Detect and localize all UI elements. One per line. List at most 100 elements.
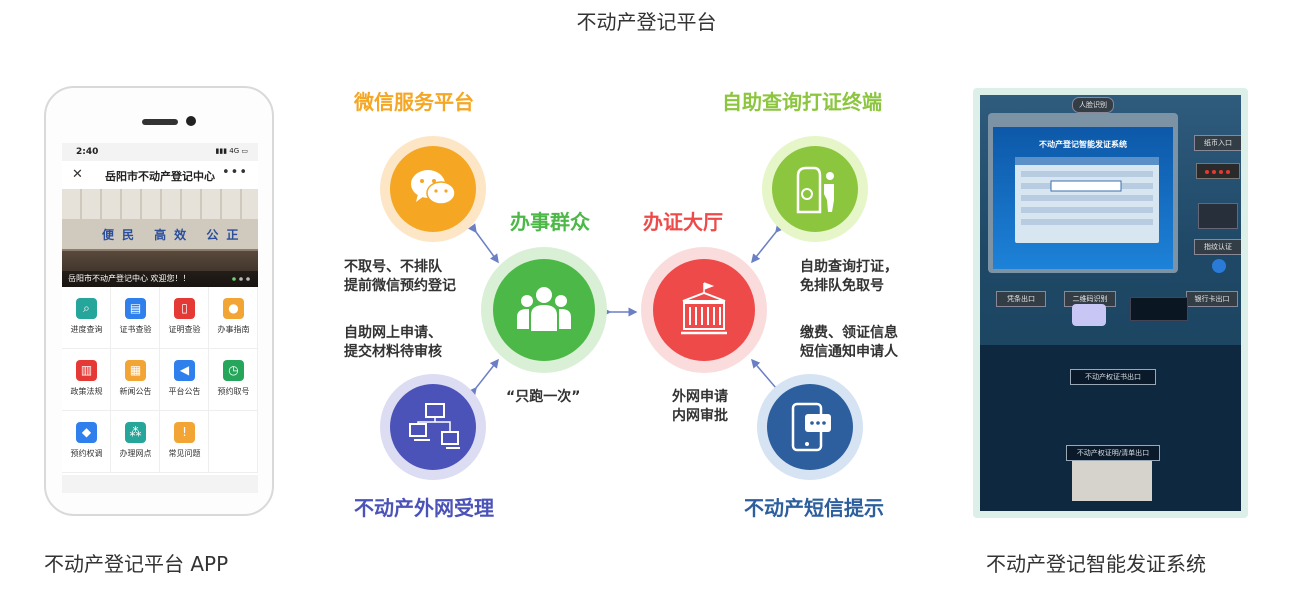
kiosk-photo: 人脸识别 不动产登记智能发证系统 纸币入口 指纹认证 凭条出口 二维码识别 银行…	[980, 95, 1241, 511]
computer-network-icon	[409, 403, 460, 449]
banner-desk	[62, 251, 258, 287]
receipt-outlet-label: 凭条出口	[996, 291, 1046, 307]
grid-item-label: 办理网点	[119, 449, 152, 458]
phone-speaker	[142, 119, 178, 125]
kiosk-caption: 不动产登记智能发证系统	[986, 552, 1206, 576]
close-icon[interactable]: ✕	[72, 167, 83, 182]
phone-camera	[186, 116, 196, 126]
banner-image[interactable]: 便民 高效 公正 岳阳市不动产登记中心 欢迎您！！	[62, 189, 258, 287]
note-wechat-1: 不取号、不排队	[344, 259, 442, 275]
note-online-2: 提交材料待审核	[344, 344, 442, 360]
grid-item-label: 证书查验	[119, 325, 152, 334]
grid-item-label: 平台公告	[168, 387, 201, 396]
app-function-grid: ⌕ 进度查询 ▤ 证书查验 ▯ 证明查验 ● 办事指南 ▥ 政策法规 ▦ 新闻公…	[62, 287, 258, 475]
certificate-outlet[interactable]: 不动产权证书出口	[1070, 369, 1156, 385]
app-screen: 2:40 ▮▮▮ 4G ▭ ✕ 岳阳市不动产登记中心 ••• 便民 高效 公正 …	[62, 143, 258, 493]
more-menu-icon[interactable]: •••	[221, 165, 248, 180]
grid-item-label: 预约取号	[217, 387, 250, 396]
grid-item-notice[interactable]: ◀ 平台公告	[160, 349, 209, 411]
signal-icon: ▮▮▮ 4G ▭	[215, 147, 248, 155]
note-run-once: “只跑一次”	[506, 389, 581, 405]
proof-outlet[interactable]: 不动产权证明/清单出口	[1066, 445, 1160, 461]
grid-item-label: 预约权调	[70, 449, 103, 458]
grid-item-appointment[interactable]: ◆ 预约权调	[62, 411, 111, 473]
app-caption: 不动产登记平台 APP	[44, 552, 229, 576]
note-approval-2: 内网审批	[672, 408, 728, 424]
clock-icon: ◷	[223, 360, 244, 381]
fingerprint-sensor[interactable]	[1212, 259, 1226, 273]
book-icon: ▥	[76, 360, 97, 381]
banner-ceiling	[62, 189, 258, 219]
network-type: 4G	[229, 147, 240, 155]
note-online-1: 自助网上申请、	[344, 325, 442, 341]
note-sms-2: 短信通知申请人	[800, 344, 898, 360]
qr-scanner[interactable]	[1072, 304, 1106, 326]
grid-item-proof[interactable]: ▯ 证明查验	[160, 287, 209, 349]
warning-icon: !	[174, 422, 195, 443]
people-group-icon	[517, 287, 571, 331]
note-sms-1: 缴费、领证信息	[800, 325, 898, 341]
status-bar: 2:40 ▮▮▮ 4G ▭	[62, 143, 258, 161]
wechat-icon	[411, 170, 456, 205]
grid-item-outlets[interactable]: ⁂ 办理网点	[111, 411, 160, 473]
document-icon: ▯	[174, 298, 195, 319]
carousel-dots	[232, 277, 250, 281]
face-camera: 人脸识别	[1072, 97, 1114, 113]
kiosk-node	[772, 146, 858, 232]
bank-card-slot[interactable]	[1130, 297, 1188, 321]
bank-card-outlet-label: 银行卡出口	[1186, 291, 1238, 307]
government-building-icon	[681, 282, 727, 335]
sms-node	[767, 384, 853, 470]
grid-item-label: 政策法规	[70, 387, 103, 396]
note-wechat-2: 提前微信预约登记	[344, 278, 456, 294]
online-acceptance-title: 不动产外网受理	[354, 496, 494, 520]
phone-mockup: 2:40 ▮▮▮ 4G ▭ ✕ 岳阳市不动产登记中心 ••• 便民 高效 公正 …	[44, 86, 274, 516]
cash-slot[interactable]	[1196, 163, 1240, 179]
note-kiosk-2: 免排队免取号	[800, 278, 884, 294]
banner-slogan: 便民 高效 公正	[102, 228, 247, 242]
grid-item-label: 常见问题	[168, 449, 201, 458]
banner-caption: 岳阳市不动产登记中心 欢迎您！！	[62, 271, 258, 287]
hall-node	[653, 259, 755, 361]
app-navbar: ✕ 岳阳市不动产登记中心 •••	[62, 161, 258, 189]
news-icon: ▦	[125, 360, 146, 381]
fingerprint-label: 指纹认证	[1194, 239, 1241, 255]
grid-item-policy[interactable]: ▥ 政策法规	[62, 349, 111, 411]
card-reader[interactable]	[1198, 203, 1238, 229]
search-icon: ⌕	[76, 298, 97, 319]
wechat-node	[390, 146, 476, 232]
grid-item-faq[interactable]: ! 常见问题	[160, 411, 209, 473]
kiosk-terminal-title: 自助查询打证终端	[722, 90, 882, 114]
paper-tray	[1072, 461, 1152, 501]
tag-icon: ◆	[76, 422, 97, 443]
grid-item-label: 证明查验	[168, 325, 201, 334]
grid-item-progress[interactable]: ⌕ 进度查询	[62, 287, 111, 349]
wechat-platform-title: 微信服务平台	[354, 90, 474, 114]
grid-item-label: 新闻公告	[119, 387, 152, 396]
self-service-terminal-icon	[796, 166, 834, 214]
grid-item-booking[interactable]: ◷ 预约取号	[209, 349, 258, 411]
public-title: 办事群众	[510, 210, 590, 234]
app-title: 岳阳市不动产登记中心	[105, 170, 215, 183]
network-icon: ⁂	[125, 422, 146, 443]
grid-item-certificate[interactable]: ▤ 证书查验	[111, 287, 160, 349]
banner-wall	[62, 219, 258, 249]
grid-empty-cell	[209, 411, 258, 473]
cash-slot-lights	[1205, 170, 1230, 174]
status-time: 2:40	[76, 147, 99, 157]
kiosk-screen-panel	[1015, 157, 1159, 243]
connector-arrows	[467, 223, 785, 397]
grid-item-label: 进度查询	[70, 325, 103, 334]
kiosk-screen-title: 不动产登记智能发证系统	[1039, 140, 1127, 149]
kiosk-touchscreen[interactable]: 不动产登记智能发证系统	[993, 127, 1173, 269]
kiosk-screen-table	[1015, 157, 1159, 225]
hall-title: 办证大厅	[643, 210, 723, 234]
sms-notice-title: 不动产短信提示	[744, 496, 884, 520]
cash-slot-label: 纸币入口	[1194, 135, 1241, 151]
location-icon: ●	[223, 298, 244, 319]
id-card-icon: ▤	[125, 298, 146, 319]
grid-item-guide[interactable]: ● 办事指南	[209, 287, 258, 349]
speaker-icon: ◀	[174, 360, 195, 381]
grid-item-news[interactable]: ▦ 新闻公告	[111, 349, 160, 411]
page-title: 不动产登记平台	[576, 10, 717, 34]
